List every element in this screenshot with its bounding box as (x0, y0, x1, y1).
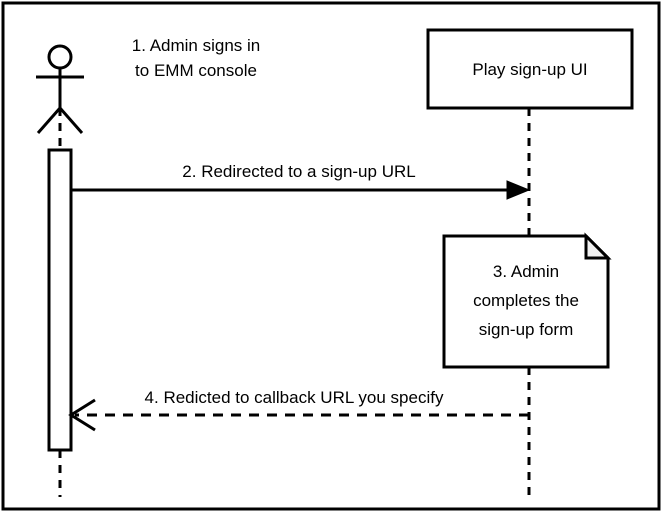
annotation-step-1-line-1: 1. Admin signs in (132, 36, 261, 55)
note-step-3-line-2: completes the (473, 291, 579, 310)
message-step-4[interactable]: 4. Redicted to callback URL you specify (68, 388, 529, 432)
message-step-4-label: 4. Redicted to callback URL you specify (145, 388, 444, 407)
note-step-3-line-3: sign-up form (479, 320, 573, 339)
message-step-2[interactable]: 2. Redirected to a sign-up URL (71, 162, 531, 200)
actor-left-leg-line (36, 107, 62, 134)
note-step-3[interactable]: 3. Admin completes the sign-up form (442, 232, 612, 369)
note-step-3-fold-icon (584, 232, 612, 260)
participant-admin[interactable] (36, 44, 84, 497)
actor-head-icon (47, 44, 73, 70)
note-step-3-line-1: 3. Admin (493, 262, 559, 281)
annotation-step-1: 1. Admin signs in to EMM console (132, 36, 261, 80)
actor-activation-bar[interactable] (47, 148, 73, 452)
stick-figure-actor-icon (36, 44, 84, 134)
participant-play-signup-ui[interactable]: Play sign-up UI (426, 28, 634, 497)
play-signup-ui-label: Play sign-up UI (472, 60, 587, 79)
actor-right-leg-line (58, 107, 84, 134)
message-step-4-arrowhead-icon (68, 398, 96, 432)
message-step-2-label: 2. Redirected to a sign-up URL (182, 162, 415, 181)
annotation-step-1-line-2: to EMM console (135, 61, 257, 80)
message-step-2-arrowhead-icon (506, 180, 531, 200)
note-step-3-body (442, 234, 610, 369)
